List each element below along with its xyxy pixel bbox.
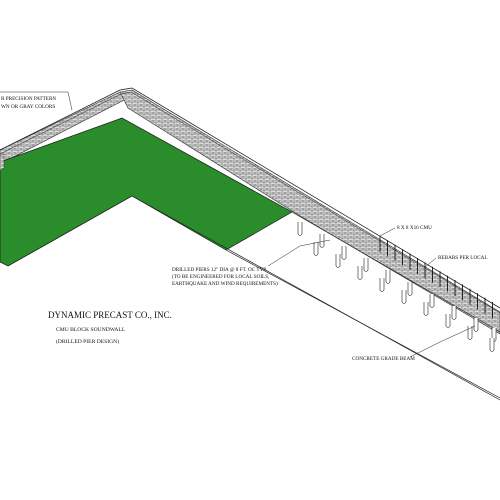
ground-line [7,195,133,267]
drilled-pier [363,258,369,272]
wall-right-run [119,89,500,335]
wall-left-edge [0,153,5,171]
drilled-pier [423,302,429,316]
leader-cmu [379,227,396,237]
leader-beam [409,325,476,358]
wall-cap-line [0,87,500,309]
finish-note-line2: WN OR GRAY COLORS [1,104,55,110]
wall-cap-line-2 [0,91,500,314]
drilled-pier [467,326,473,340]
leader-rebar [423,257,437,269]
company-name: DYNAMIC PRECAST CO., INC. [48,310,172,320]
drilled-pier [401,290,407,304]
beam-edge [291,211,500,333]
drilled-pier [385,270,391,284]
drilled-pier [297,222,303,236]
drilled-pier [313,242,319,256]
drilled-pier [379,278,385,292]
grade-beam-line-upper [131,195,500,401]
pier-note-line3: EARTHQUAKE AND WIND REQUIREMENTS) [172,280,278,287]
drilled-pier [489,338,495,352]
beam-note: CONCRETE GRADE BEAM [352,356,415,362]
grade-beam-line-lower [225,249,500,399]
pier-note-line1: DRILLED PIERS 12" DIA @ 8 FT. OC TYP. [172,267,267,273]
drilled-piers [297,222,497,352]
drilled-pier [357,266,363,280]
rebars [379,236,493,318]
rebar-note: REBARS PER LOCAL [438,255,488,261]
drilled-pier [473,318,479,332]
drilled-pier [451,306,457,320]
cmu-note: 8 X 8 X16 CMU [397,225,432,231]
drilled-pier [319,234,325,248]
leader-piers [267,239,331,267]
drilled-pier [429,294,435,308]
drilled-pier [445,314,451,328]
design-type: (DRILLED PIER DESIGN) [56,338,119,345]
wall-type: CMU BLOCK SOUNDWALL [56,327,126,333]
drilled-pier [407,282,413,296]
drilled-pier [341,246,347,260]
pier-note-line2: (TO BE ENGINEERED FOR LOCAL SOILS, [172,273,269,280]
finish-note-line1: R PRECISION PATTERN [1,96,56,102]
leader-finish [0,91,73,111]
drilled-pier [335,254,341,268]
